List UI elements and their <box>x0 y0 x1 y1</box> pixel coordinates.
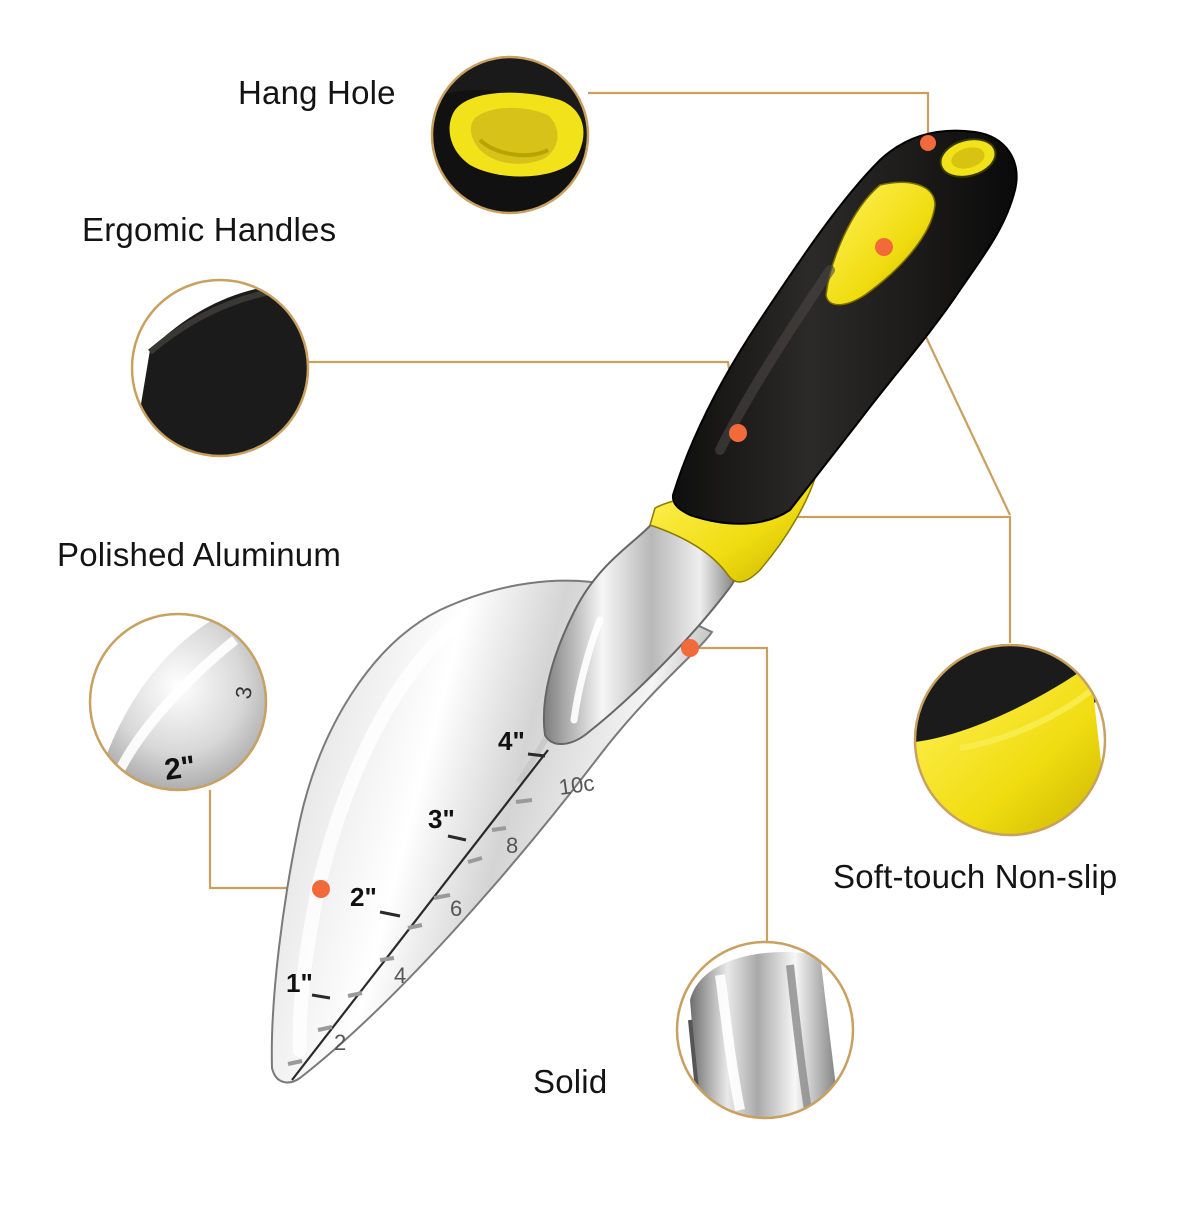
cm-label-2: 2 <box>334 1030 346 1055</box>
callout-line-hang-hole <box>588 91 930 143</box>
zoom-edge-digit: 3 <box>230 684 257 700</box>
callout-dot-solid <box>681 639 699 657</box>
cm-label-6: 6 <box>450 896 462 921</box>
label-ergonomic-handles: Ergomic Handles <box>82 211 337 248</box>
inch-label-4: 4" <box>498 726 525 756</box>
inch-ticks <box>311 752 546 1000</box>
zoom-circle-hang-hole <box>430 55 590 215</box>
trowel-handle <box>649 129 1018 583</box>
zoom-inch-label: 2" <box>162 750 197 787</box>
inch-label-1: 1" <box>286 968 313 998</box>
callout-dot-insert <box>875 238 893 256</box>
callout-dots <box>312 135 936 898</box>
cm-ticks <box>287 798 533 1066</box>
cm-label-10: 10c <box>557 770 596 800</box>
callout-line-solid <box>690 646 769 942</box>
callout-line-polished <box>208 790 320 890</box>
inch-label-2: 2" <box>350 882 377 912</box>
callout-dot-polished <box>312 880 330 898</box>
blade-ruler: 4" 3" 2" 1" 10c 8 6 4 2 <box>286 726 596 1081</box>
callout-dot-hang-hole <box>920 135 936 151</box>
label-hang-hole: Hang Hole <box>238 74 396 111</box>
zoom-circle-solid <box>675 940 855 1120</box>
callout-dot-ergonomic <box>729 424 747 442</box>
cm-label-8: 8 <box>506 833 518 858</box>
zoom-circle-ergonomic <box>130 278 310 458</box>
label-soft-touch: Soft-touch Non-slip <box>833 858 1118 895</box>
inch-label-3: 3" <box>428 804 455 834</box>
callout-line-ergonomic <box>308 360 740 433</box>
zoom-circle-soft-touch <box>913 643 1107 837</box>
zoom-circle-polished: 2" 3 <box>88 612 268 792</box>
label-polished-aluminum: Polished Aluminum <box>57 536 342 573</box>
inch-labels: 4" 3" 2" 1" <box>286 726 525 998</box>
trowel-shaft <box>542 518 741 745</box>
cm-label-4: 4 <box>394 963 406 988</box>
label-solid: Solid <box>533 1063 608 1100</box>
cm-labels: 10c 8 6 4 2 <box>334 770 596 1055</box>
callout-line-soft-touch-b <box>795 515 1012 643</box>
